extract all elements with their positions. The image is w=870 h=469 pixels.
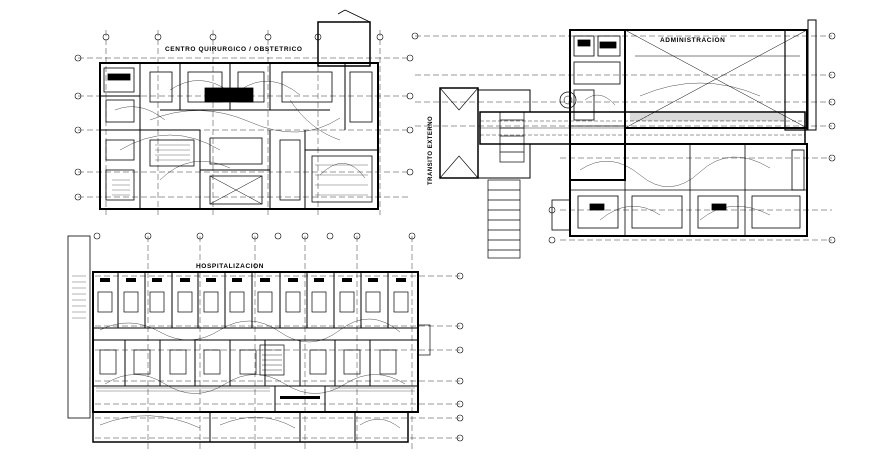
- plan-admin-corridor-label: TRANSITO EXTERNO: [428, 116, 434, 185]
- axis-bubbles-admin: [411, 32, 836, 244]
- axis-bubbles-hospital: [93, 232, 464, 442]
- plan-administration: [411, 19, 836, 259]
- plan-surgical-obstetric: [74, 9, 414, 215]
- plan-admin-title: ADMINISTRACION: [660, 37, 725, 44]
- grid-lines-surgical: [78, 30, 410, 215]
- grid-lines-hospital: [95, 236, 460, 450]
- axis-bubbles-surgical: [74, 33, 414, 201]
- plan-surgical-title: CENTRO QUIRURGICO / OBSTETRICO: [165, 46, 303, 53]
- plan-hospital-title: HOSPITALIZACION: [196, 263, 264, 270]
- grid-lines-admin: [415, 35, 832, 241]
- plan-hospitalization: [67, 232, 464, 450]
